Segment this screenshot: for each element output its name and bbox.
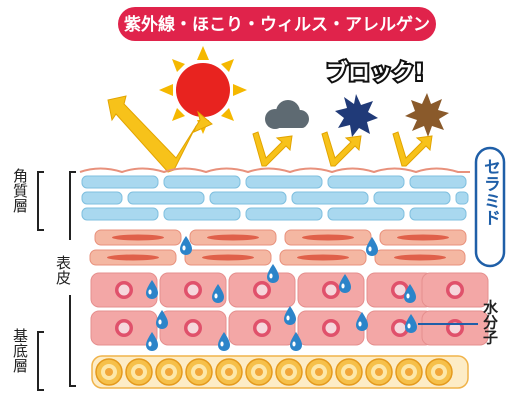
stratum-corneum-bracket [37, 171, 44, 231]
virus-icon [335, 94, 378, 137]
water-label: 水分子 [481, 299, 499, 346]
ceramide-label: セラミド [474, 146, 506, 268]
arrow-icon [252, 131, 293, 167]
banner-background [118, 7, 436, 41]
granular-cells [89, 229, 467, 266]
epidermis-label: 表皮 [54, 255, 72, 285]
banner-text: 紫外線・ほこり・ウィルス・アレルゲン [124, 14, 430, 35]
ceramide-text: セラミド [480, 158, 501, 226]
arrow-icon [321, 131, 362, 167]
arrow-icon [107, 95, 213, 173]
sun-icon [159, 46, 247, 134]
basal-layer-label: 基底層 [11, 328, 29, 373]
allergen-icon [405, 93, 449, 137]
basal-layer-bracket [37, 331, 44, 391]
basal-cells [91, 355, 469, 389]
banner: 紫外線・ほこり・ウィルス・アレルゲン [118, 7, 436, 41]
stratum-corneum-label: 角質層 [11, 168, 29, 213]
arrow-icon [392, 131, 433, 167]
stratum-corneum-cells [81, 175, 469, 221]
layer-labels: 角質層 表皮 基底層 [11, 168, 76, 391]
dust-cloud-icon [265, 100, 309, 129]
skin-surface [79, 167, 470, 174]
epidermis-bracket [69, 171, 76, 387]
block-text: ブロック! [326, 60, 424, 86]
